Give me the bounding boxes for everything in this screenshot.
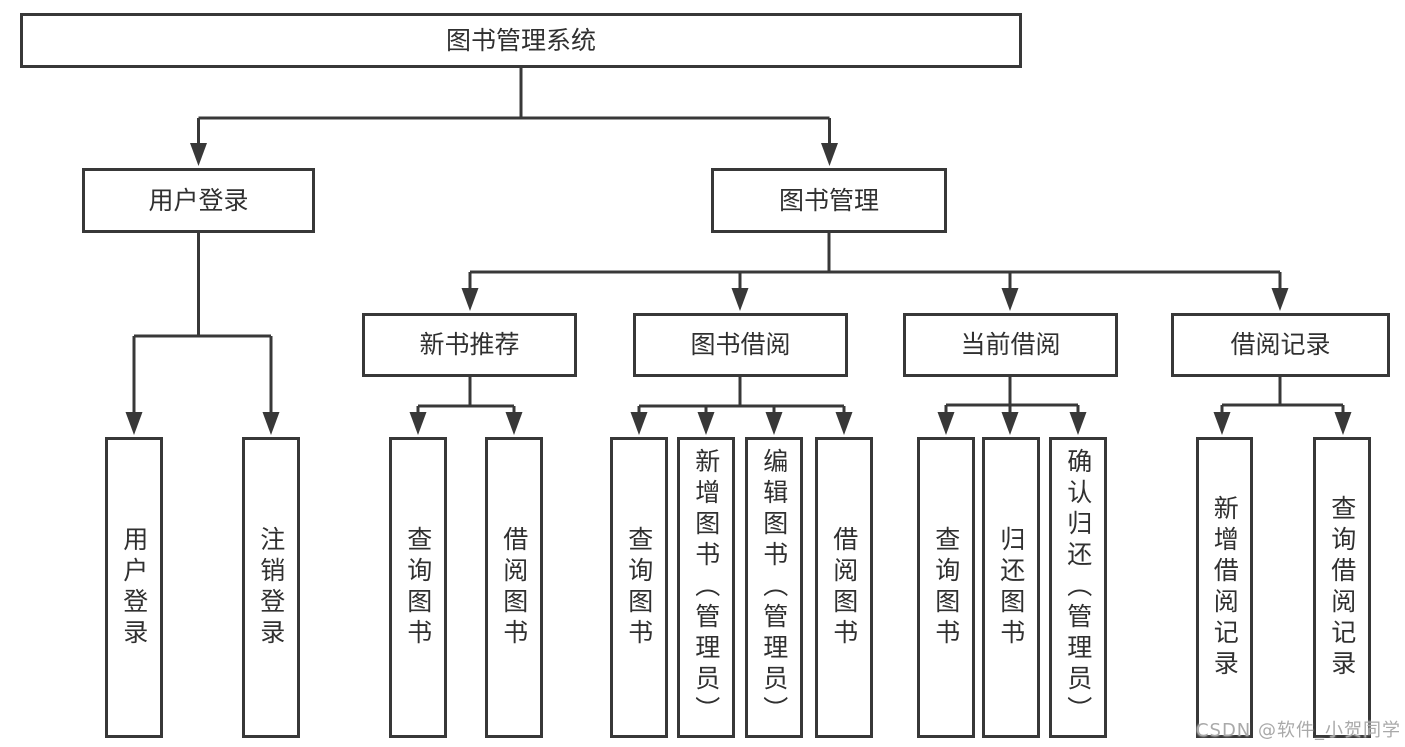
node-user-login: 用户登录 <box>82 168 315 233</box>
leaf-query-books-recommend: 查询图书 <box>389 437 447 738</box>
leaf-query-borrow-record: 查询借阅记录 <box>1313 437 1371 738</box>
node-new-book-recommendation: 新书推荐 <box>362 313 577 377</box>
node-book-borrowing: 图书借阅 <box>633 313 848 377</box>
leaf-query-books-borrow: 查询图书 <box>610 437 668 738</box>
node-book-management: 图书管理 <box>711 168 947 233</box>
leaf-query-books-current: 查询图书 <box>917 437 975 738</box>
leaf-return-books: 归还图书 <box>982 437 1040 738</box>
leaf-add-books-admin: 新增图书（管理员） <box>677 437 735 738</box>
leaf-borrow-books-borrow: 借阅图书 <box>815 437 873 738</box>
node-borrowing-records: 借阅记录 <box>1171 313 1390 377</box>
leaf-confirm-return-admin: 确认归还（管理员） <box>1049 437 1107 738</box>
node-library-management-system: 图书管理系统 <box>20 13 1022 68</box>
leaf-user-login: 用户登录 <box>105 437 163 738</box>
leaf-add-borrow-record: 新增借阅记录 <box>1196 437 1253 738</box>
node-current-borrowing: 当前借阅 <box>903 313 1118 377</box>
leaf-logout: 注销登录 <box>242 437 300 738</box>
csdn-watermark: CSDN @软件_小贺同学 <box>1195 720 1401 741</box>
leaf-edit-books-admin: 编辑图书（管理员） <box>745 437 803 738</box>
leaf-borrow-books-recommend: 借阅图书 <box>485 437 543 738</box>
